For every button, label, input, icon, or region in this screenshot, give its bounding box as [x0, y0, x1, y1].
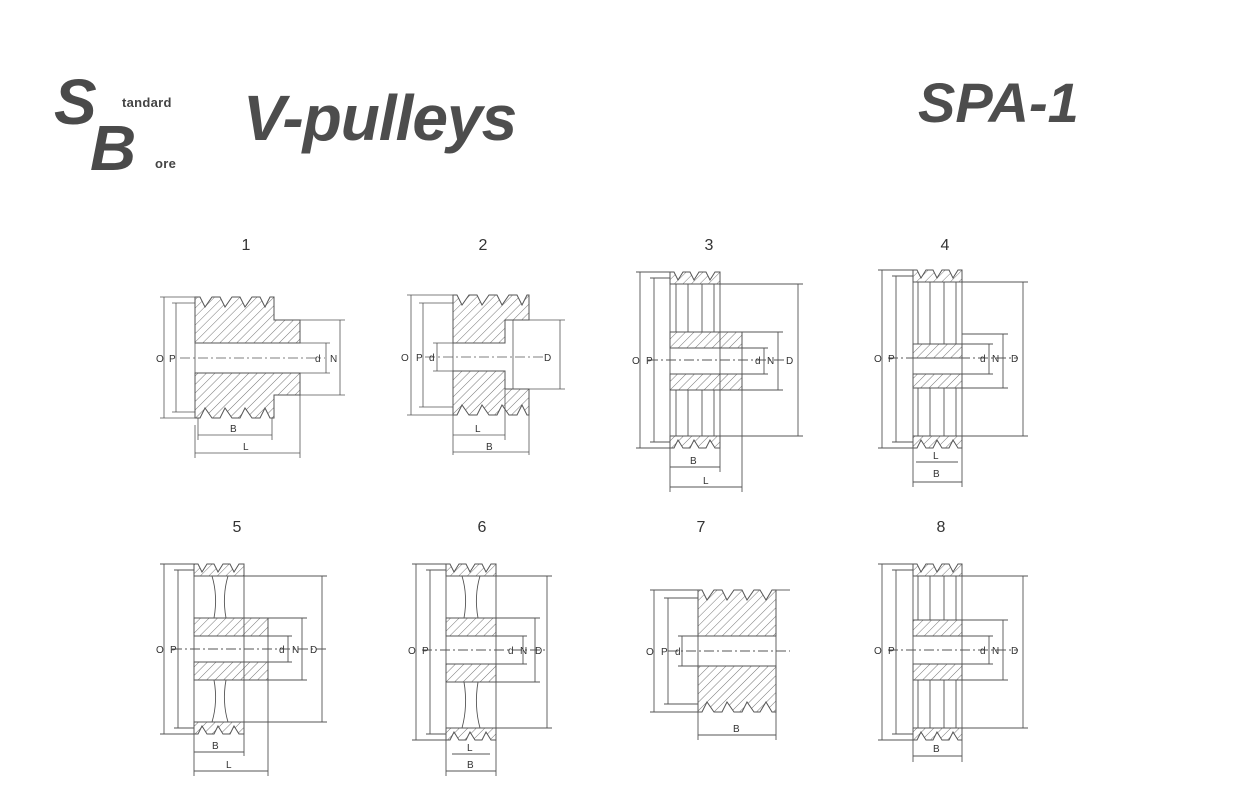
pulley-diagram-3: O P d N D B L: [632, 271, 803, 492]
label-b: B: [733, 724, 740, 735]
label-p: P: [646, 356, 653, 367]
logo-letter-b: B: [90, 112, 137, 184]
label-p: P: [661, 647, 668, 658]
pulley-diagram-8: O P d N D B: [874, 563, 1028, 762]
pulley-diagram-6: O P d N D L B: [408, 563, 552, 776]
label-d-bore: d: [508, 646, 514, 657]
diagram-number-5: 5: [232, 519, 242, 536]
label-n: N: [767, 356, 774, 367]
pulley-diagram-2: O P d D L B: [401, 294, 565, 455]
label-d-hub: D: [544, 353, 551, 364]
pulley-diagram-5: O P d N D B L: [156, 563, 327, 776]
label-p: P: [169, 354, 176, 365]
label-d-bore: d: [675, 647, 681, 658]
label-o: O: [632, 356, 640, 367]
label-d-bore: d: [755, 356, 761, 367]
label-d-hub: D: [1011, 646, 1018, 657]
diagram-number-8: 8: [936, 519, 946, 536]
label-b: B: [230, 424, 237, 435]
label-o: O: [408, 646, 416, 657]
series-code: SPA-1: [918, 71, 1079, 134]
label-d-bore: d: [315, 354, 321, 365]
label-d-bore: d: [980, 354, 986, 365]
label-o: O: [874, 646, 882, 657]
label-d-bore: d: [429, 353, 435, 364]
page-title: V-pulleys: [243, 82, 517, 154]
diagram-number-2: 2: [478, 237, 488, 254]
label-l: L: [703, 476, 709, 487]
label-n: N: [992, 646, 999, 657]
label-b: B: [467, 760, 474, 771]
diagram-number-1: 1: [241, 237, 251, 254]
label-b: B: [486, 442, 493, 453]
label-l: L: [226, 760, 232, 771]
label-b: B: [212, 741, 219, 752]
label-l: L: [933, 451, 939, 462]
label-p: P: [416, 353, 423, 364]
label-o: O: [874, 354, 882, 365]
logo-letter-s: S: [54, 66, 97, 138]
diagram-number-7: 7: [696, 519, 706, 536]
logo-word-bore: ore: [155, 156, 177, 171]
label-p: P: [422, 646, 429, 657]
label-n: N: [992, 354, 999, 365]
label-l: L: [475, 424, 481, 435]
label-n: N: [520, 646, 527, 657]
pulley-diagram-7: O P d B: [646, 589, 790, 740]
label-d-hub: D: [1011, 354, 1018, 365]
pulley-diagram-4: O P d N D L B: [874, 269, 1028, 487]
label-b: B: [933, 469, 940, 480]
label-d-hub: D: [786, 356, 793, 367]
label-o: O: [156, 645, 164, 656]
diagram-number-6: 6: [477, 519, 487, 536]
label-o: O: [401, 353, 409, 364]
diagram-number-3: 3: [704, 237, 714, 254]
label-d-bore: d: [980, 646, 986, 657]
label-p: P: [888, 354, 895, 365]
label-d-bore: d: [279, 645, 285, 656]
label-d-hub: D: [310, 645, 317, 656]
label-p: P: [888, 646, 895, 657]
logo-word-standard: tandard: [122, 95, 172, 110]
standard-bore-logo: S tandard B ore: [52, 66, 202, 180]
label-b: B: [690, 456, 697, 467]
label-n: N: [292, 645, 299, 656]
label-b: B: [933, 744, 940, 755]
label-o: O: [156, 354, 164, 365]
label-l: L: [467, 743, 473, 754]
pulley-diagram-1: O P d N B L: [156, 296, 345, 458]
label-o: O: [646, 647, 654, 658]
label-d-hub: D: [535, 646, 542, 657]
label-l: L: [243, 442, 249, 453]
label-p: P: [170, 645, 177, 656]
diagram-number-4: 4: [940, 237, 950, 254]
label-n: N: [330, 354, 337, 365]
